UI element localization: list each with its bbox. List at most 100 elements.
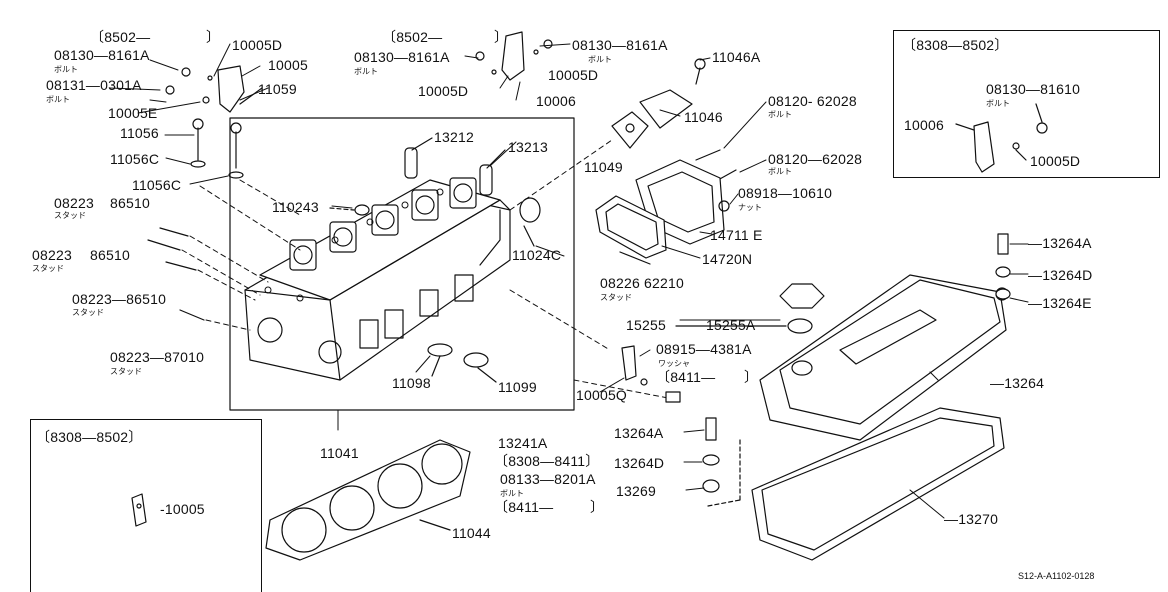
label-08223-87010: 08223—87010 [110,349,205,365]
inset-range-8308-8502-bl: 〔8308—8502〕 [36,429,143,445]
inset-bracket-10006 [973,121,995,173]
label-bolt-g: ボルト [500,489,524,498]
head-group-frame [229,117,575,411]
label-11049: 11049 [584,159,623,175]
part-11049 [611,111,649,149]
label-11099: 11099 [498,379,537,395]
label-110243: 110243 [272,199,319,215]
label-11098: 11098 [392,375,431,391]
label-11046: 11046 [684,109,723,125]
label-11059: 11059 [258,81,297,97]
label-range-8411-b-end: 〕 [590,499,605,515]
cylinder-head [244,177,511,381]
label-15255A: 15255A [706,317,756,333]
label-08915-4381A: 08915—4381A [656,341,752,357]
label-08223-a: 08223 [54,195,94,211]
label-08120-62028-a: 08120‐ 62028 [768,93,857,109]
studs-left [147,227,205,321]
part-10005-bracket [217,65,245,113]
label-stud-b: スタッド [32,264,64,273]
label-range-8411-a-end: 〕 [744,369,759,385]
label-08131-0301A: 08131—0301A [46,77,142,93]
label-86510-b: 86510 [90,247,130,263]
bolt-11056 [190,118,206,168]
inset-bracket-10005 [131,493,147,527]
label-08918-10610: 08918—10610 [738,185,833,201]
label-10005D-a: 10005D [232,37,283,53]
label-range-8502-a: 〔8502— [90,29,151,45]
part-11044 [265,439,471,561]
label-13213: 13213 [508,139,548,155]
part-11024C [519,197,541,223]
part-13213 [479,164,493,196]
label-stud-c: スタッド [72,308,104,317]
label-10005D-b: 10005D [548,67,599,83]
part-15255 [779,283,825,309]
label-08130-8161A-b: 08130—8161A [354,49,450,65]
label-range-8308-8411: 〔8308—8411〕 [494,453,600,469]
label-bolt-e: ボルト [768,110,792,119]
label-08130-8161A-c: 08130—8161A [572,37,668,53]
label-bolt-a: ボルト [54,65,78,74]
label-11041: 11041 [320,445,359,461]
part-13264-stack [702,233,1011,493]
label-11044: 11044 [452,525,491,541]
inset-frame-bottom-left [30,419,262,592]
inset-range-8308-8502: 〔8308—8502〕 [902,37,1009,53]
label-11056C-a: 11056C [110,151,160,167]
label-11056: 11056 [120,125,159,141]
label-bolt-f: ボルト [768,167,792,176]
label-bolt-c: ボルト [354,67,378,76]
part-11099 [463,352,489,368]
label-08223-86510: 08223—86510 [72,291,167,307]
label-range-8411-a: 〔8411— [656,369,716,385]
inset-label-10006: 10006 [904,117,944,133]
label-10005Q: 10005Q [576,387,628,403]
part-13270 [751,407,1005,561]
part-13264-cover [759,274,1007,441]
label-13212: 13212 [434,129,474,145]
label-11056C-b: 11056C [132,177,182,193]
label-10005E: 10005E [108,105,158,121]
label-08133-8201A: 08133—8201A [500,471,596,487]
label-10005D-c: 10005D [418,83,469,99]
label-range-8502-a-end: 〕 [206,29,221,45]
label-stud-e: スタッド [600,293,632,302]
inset-label-bolt: ボルト [986,99,1010,108]
label-13269: 13269 [616,483,656,499]
label-08130-8161A-a: 08130—8161A [54,47,150,63]
part-10005Q [621,345,637,381]
part-110243 [354,204,370,216]
label-nut: ナット [738,203,762,212]
label-range-8411-b: 〔8411— [494,499,554,515]
inset-label-10005: ‐10005 [160,501,205,517]
label-13264E: —13264E [1028,295,1092,311]
label-14711E: 14711 E [710,227,763,243]
inset-label-10005D: 10005D [1030,153,1081,169]
label-10006-a: 10006 [536,93,576,109]
label-range-8502-b: 〔8502— [382,29,443,45]
label-13270: —13270 [944,511,999,527]
label-13241A: 13241A [498,435,548,451]
label-13264A-b: —13264A [1028,235,1092,251]
label-stud-d: スタッド [110,367,142,376]
label-15255: 15255 [626,317,666,333]
label-bolt-d: ボルト [588,55,612,64]
label-86510-a: 86510 [110,195,150,211]
bolt-11059 [228,122,244,179]
part-11098 [427,343,453,357]
inset-frame-top-right [893,30,1160,178]
label-washer: ワッシャ [658,359,690,368]
label-08223-b: 08223 [32,247,72,263]
label-13264D-b: —13264D [1028,267,1093,283]
label-11046A: 11046A [712,49,761,65]
label-08226-62210: 08226 62210 [600,275,684,291]
part-11046 [639,89,693,129]
label-13264A-a: 13264A [614,425,664,441]
figure-code: S12‐A‐A1102‐0128 [1018,571,1095,581]
label-stud-a: スタッド [54,211,86,220]
label-13264: —13264 [990,375,1045,391]
label-range-8502-b-end: 〕 [494,29,509,45]
label-11024C: 11024C [512,247,562,263]
